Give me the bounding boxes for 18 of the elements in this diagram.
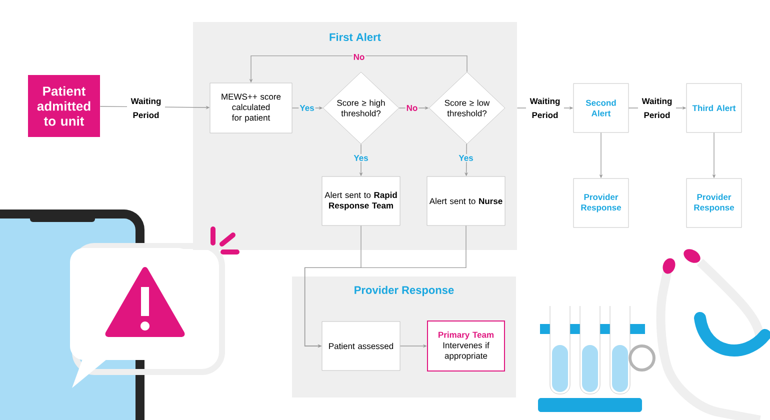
process-box: Primary Team Intervenes if appropriate: [427, 320, 505, 372]
edge-label: Yes: [298, 104, 316, 112]
process-box: Alert sent to Nurse: [426, 176, 506, 226]
alert-box: Provider Response: [573, 178, 629, 228]
alert-box: Third Alert: [686, 83, 742, 133]
alert-box: Second Alert: [573, 83, 629, 133]
process-box: Alert sent to Rapid Response Team: [322, 176, 400, 226]
edge-label: Yes: [458, 154, 474, 162]
edge-label: Yes: [352, 154, 370, 162]
edge-label: Waiting Period: [526, 96, 564, 120]
start-box: Patient admitted to unit: [28, 75, 100, 137]
process-box: Patient assessed: [322, 321, 400, 371]
edge-label: No: [352, 53, 366, 61]
process-box: MEWS++ score calculated for patient: [210, 82, 292, 134]
edge-label: No: [405, 104, 419, 112]
edge-label: Waiting Period: [638, 96, 676, 120]
alert-box: Provider Response: [686, 178, 742, 228]
edge-label: Waiting Period: [127, 96, 165, 120]
